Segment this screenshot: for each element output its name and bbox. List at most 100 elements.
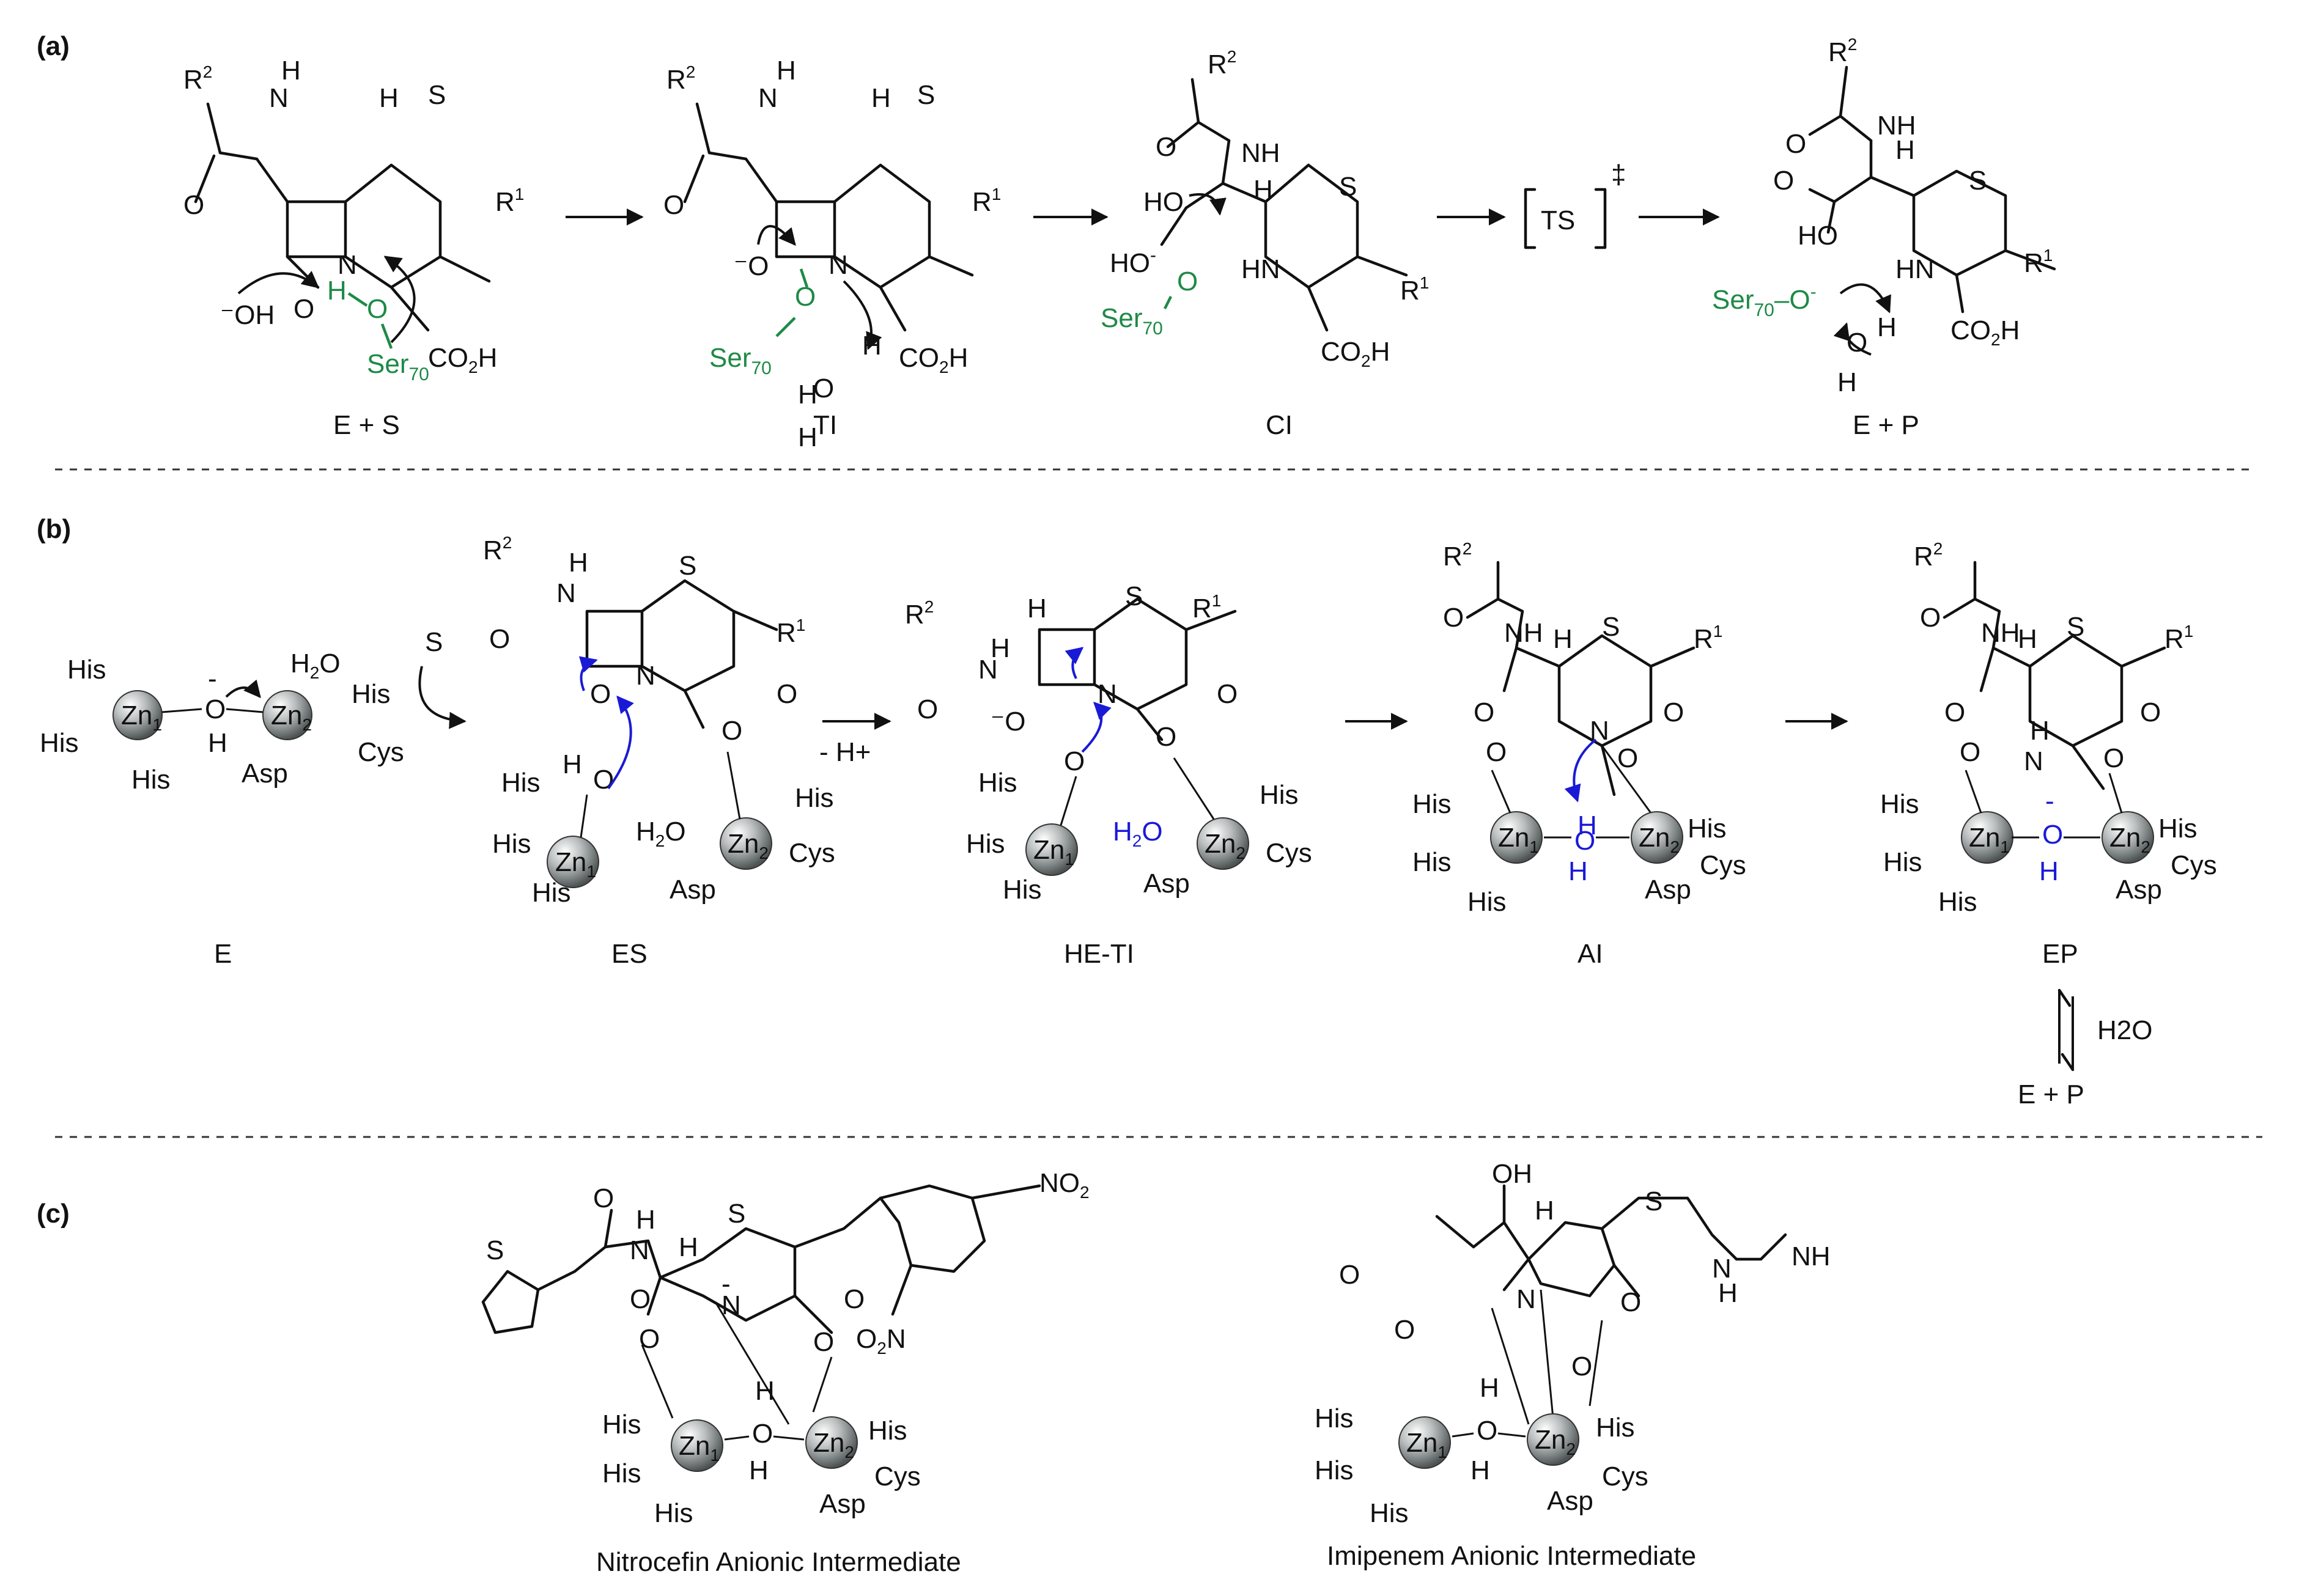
- svg-text:His: His: [602, 1410, 641, 1440]
- panel-a-label: (a): [37, 31, 70, 61]
- svg-text:NH: NH: [1241, 138, 1280, 168]
- svg-text:His: His: [654, 1498, 693, 1528]
- svg-text:R2: R2: [1828, 35, 1857, 67]
- svg-text:Ser70: Ser70: [1101, 303, 1163, 339]
- svg-text:R1: R1: [2024, 246, 2053, 278]
- svg-text:His: His: [1688, 814, 1727, 844]
- svg-text:O: O: [777, 679, 797, 709]
- svg-text:Cys: Cys: [358, 737, 404, 767]
- svg-text:N: N: [1098, 679, 1117, 709]
- svg-text:O: O: [1944, 697, 1965, 727]
- svg-text:S: S: [1339, 172, 1357, 202]
- svg-text:H: H: [2018, 624, 2037, 654]
- svg-text:H2O: H2O: [290, 649, 341, 682]
- svg-text:H: H: [679, 1232, 698, 1262]
- svg-text:S: S: [1969, 166, 1987, 196]
- svg-text:Zn1: Zn1: [555, 847, 596, 881]
- svg-text:His: His: [1370, 1498, 1409, 1528]
- water-label: H2O: [2097, 1015, 2152, 1045]
- panel-b-label: (b): [37, 514, 71, 544]
- svg-text:O: O: [721, 716, 742, 746]
- species-ti: R2 H N O N H S R1 CO2H ⁻O O Ser70 O H H …: [663, 56, 1001, 452]
- svg-text:O: O: [795, 282, 816, 312]
- svg-text:O: O: [1571, 1351, 1592, 1381]
- svg-text:H: H: [1837, 367, 1857, 397]
- svg-text:H: H: [636, 1205, 655, 1235]
- svg-text:O: O: [1785, 129, 1806, 159]
- svg-text:S: S: [2067, 612, 2084, 642]
- proton-loss-label: - H+: [819, 737, 871, 767]
- final-e-plus-p: E + P: [2018, 1079, 2084, 1109]
- svg-text:Asp: Asp: [819, 1489, 866, 1519]
- svg-text:CO2H: CO2H: [899, 343, 968, 377]
- caption-a-e-plus-p: E + P: [1853, 410, 1919, 440]
- svg-text:R1: R1: [495, 185, 524, 217]
- species-e-plus-p: R2 O NH H S HN R1 CO2H O HO Ser70–O- O H…: [1712, 35, 2056, 397]
- caption-b-ai: AI: [1578, 939, 1603, 969]
- svg-text:Cys: Cys: [1700, 850, 1746, 880]
- svg-text:His: His: [602, 1458, 641, 1488]
- svg-text:O: O: [2140, 697, 2161, 727]
- svg-text:O: O: [1486, 737, 1507, 767]
- species-ep: R2 O NH H S R1 H N O O O O Zn1 Zn2 - O H…: [1880, 539, 2217, 917]
- svg-text:Cys: Cys: [2171, 850, 2217, 880]
- svg-text:R1: R1: [1694, 622, 1722, 654]
- svg-text:Ser70–O-: Ser70–O-: [1712, 282, 1817, 320]
- svg-text:⁻OH: ⁻OH: [220, 300, 275, 330]
- svg-text:O: O: [813, 1327, 834, 1357]
- caption-nitrocefin: Nitrocefin Anionic Intermediate: [596, 1547, 961, 1577]
- svg-text:H: H: [2030, 716, 2050, 746]
- svg-text:O: O: [639, 1324, 660, 1354]
- svg-text:N: N: [721, 1290, 741, 1320]
- svg-text:HO: HO: [1798, 221, 1838, 251]
- svg-text:His: His: [131, 765, 171, 795]
- svg-text:S: S: [1645, 1186, 1662, 1216]
- caption-b-he-ti: HE-TI: [1064, 939, 1134, 969]
- svg-text:O: O: [813, 373, 834, 403]
- svg-text:Asp: Asp: [2116, 875, 2162, 905]
- species-e: Zn1 Zn2 His His His O H - H2O His Cys As…: [40, 649, 404, 795]
- svg-text:N: N: [1712, 1254, 1732, 1284]
- svg-text:R2: R2: [1208, 47, 1236, 79]
- svg-text:O: O: [1474, 697, 1494, 727]
- svg-text:N: N: [338, 250, 357, 280]
- svg-text:N: N: [758, 83, 778, 113]
- svg-text:S: S: [486, 1235, 504, 1265]
- no2-label: NO2: [1039, 1168, 1090, 1202]
- svg-text:Cys: Cys: [1602, 1462, 1648, 1491]
- svg-text:R1: R1: [777, 616, 805, 648]
- svg-text:O: O: [2042, 820, 2063, 850]
- svg-text:H: H: [755, 1376, 775, 1406]
- svg-text:HO: HO: [1143, 187, 1184, 217]
- svg-text:H: H: [281, 56, 301, 86]
- caption-b-ep: EP: [2042, 939, 2078, 969]
- svg-text:NH: NH: [1877, 111, 1916, 141]
- svg-text:H: H: [1253, 175, 1273, 205]
- transition-state: TS ‡: [1524, 160, 1626, 249]
- svg-text:R2: R2: [1443, 539, 1472, 572]
- o2n-label: O2N: [856, 1324, 906, 1358]
- svg-text:Zn2: Zn2: [728, 829, 769, 862]
- species-ai: R2 O NH H S R1 N O O O O Zn1 Zn2 H O H H…: [1412, 539, 1746, 917]
- svg-text:His: His: [67, 655, 106, 685]
- svg-text:O: O: [1217, 679, 1238, 709]
- svg-text:NH: NH: [1504, 618, 1543, 648]
- svg-text:His: His: [2158, 814, 2198, 844]
- svg-text:HN: HN: [1241, 254, 1280, 284]
- svg-text:-: -: [208, 664, 217, 694]
- svg-text:O: O: [1064, 746, 1085, 776]
- svg-text:O: O: [1339, 1260, 1360, 1290]
- svg-text:O: O: [1574, 826, 1595, 856]
- svg-text:Zn2: Zn2: [813, 1428, 854, 1462]
- svg-text:O: O: [593, 1183, 614, 1213]
- svg-text:O: O: [630, 1284, 651, 1314]
- svg-text:His: His: [868, 1416, 907, 1446]
- svg-text:H2O: H2O: [1113, 817, 1163, 850]
- svg-text:O: O: [663, 190, 684, 220]
- svg-text:O: O: [1177, 267, 1198, 296]
- caption-a-ti: TI: [813, 410, 837, 440]
- svg-text:H: H: [208, 728, 227, 758]
- species-e-plus-s: R2 H N O O N H S R1 CO2H ⁻OH H O Ser70: [183, 56, 524, 384]
- svg-text:O: O: [1773, 166, 1794, 196]
- svg-text:His: His: [1883, 847, 1922, 877]
